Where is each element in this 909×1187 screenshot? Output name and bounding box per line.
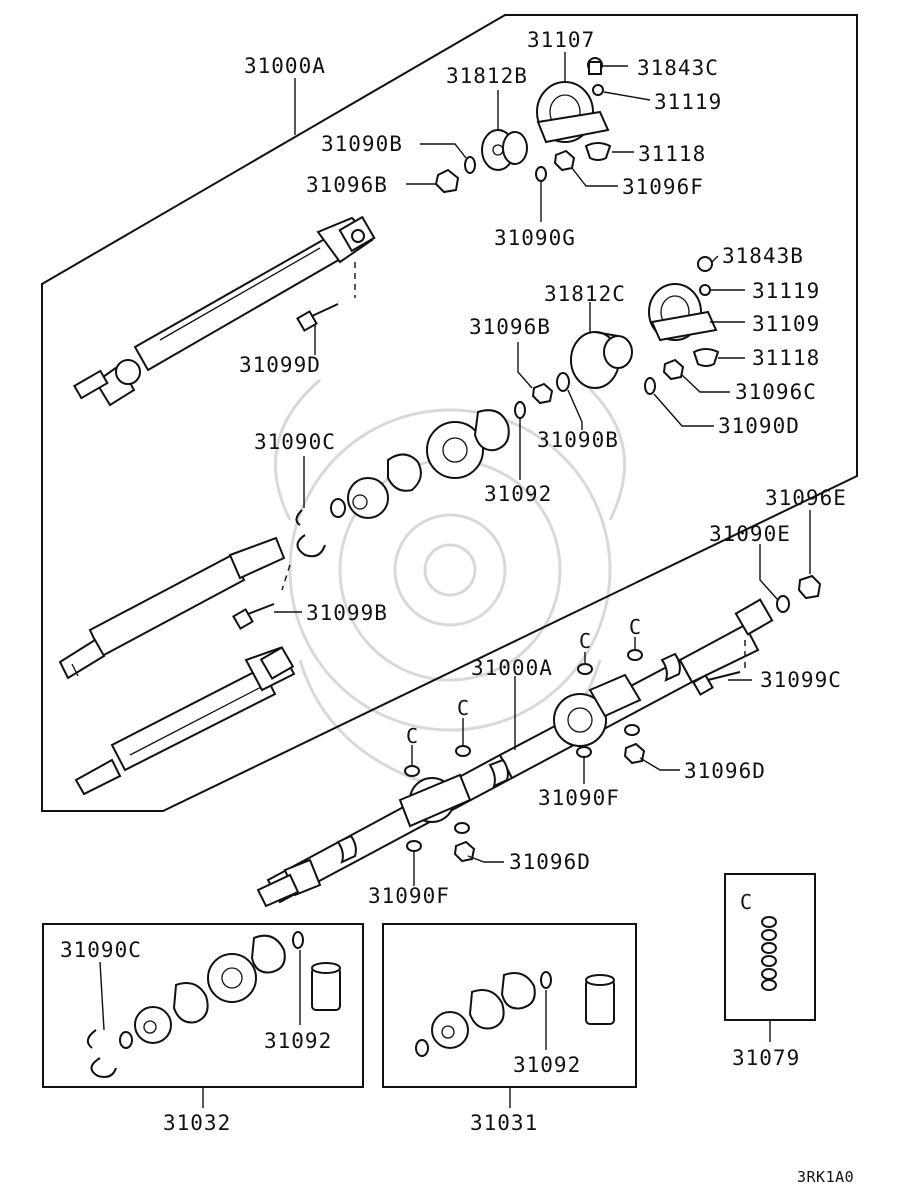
- label-31099D: 31099D: [239, 353, 321, 377]
- label-C-2: C: [629, 615, 643, 639]
- leader-lines: [274, 52, 811, 886]
- circlip-31090C-main: [295, 509, 326, 558]
- label-31090C-main: 31090C: [254, 430, 336, 454]
- label-31099B: 31099B: [306, 601, 388, 625]
- kit-31031-parts: [415, 971, 615, 1057]
- bolt-31099C: [692, 671, 741, 696]
- label-31090F-b: 31090F: [368, 884, 450, 908]
- label-31109: 31109: [752, 312, 821, 336]
- label-31096B-mid: 31096B: [469, 315, 551, 339]
- bolt-31099B: [232, 603, 275, 630]
- center-bearing-mid: [648, 256, 720, 381]
- label-31096D-b: 31096D: [509, 850, 591, 874]
- label-31119-mid: 31119: [752, 279, 821, 303]
- washer-stack-C: [761, 916, 777, 991]
- label-31092-main: 31092: [484, 482, 553, 506]
- nut-31096B-mid: [531, 382, 554, 405]
- label-31843B: 31843B: [722, 244, 804, 268]
- propeller-shaft-assembly: [256, 598, 774, 908]
- label-31079: 31079: [732, 1046, 801, 1070]
- label-31096D-a: 31096D: [684, 759, 766, 783]
- nut-31096B-top: [434, 168, 460, 194]
- label-31092-kit2: 31092: [513, 1053, 582, 1077]
- label-31032: 31032: [163, 1111, 232, 1135]
- label-31119-top: 31119: [654, 90, 723, 114]
- label-31096E: 31096E: [765, 486, 847, 510]
- nut-31096F: [553, 149, 576, 172]
- kit-31032-parts: [86, 931, 341, 1078]
- label-31031: 31031: [470, 1111, 539, 1135]
- label-31843C: 31843C: [637, 56, 719, 80]
- label-kit-C: C: [740, 890, 754, 914]
- bolt-31099D: [296, 303, 339, 332]
- label-31090B-top: 31090B: [321, 132, 403, 156]
- rear-shaft-middle: [58, 536, 286, 680]
- flange-31812B: [481, 129, 528, 171]
- label-31107: 31107: [527, 28, 596, 52]
- intermediate-shaft-lower: [74, 646, 296, 796]
- front-shaft-top: [73, 215, 376, 407]
- label-31096C: 31096C: [735, 380, 817, 404]
- label-31096F: 31096F: [622, 175, 704, 199]
- washer-31090G: [535, 166, 547, 182]
- label-31090E: 31090E: [709, 522, 791, 546]
- label-31000A-bottom: 31000A: [471, 656, 553, 680]
- cv-joint-middle: [330, 401, 526, 519]
- dust-cover-31812C: [570, 331, 633, 389]
- label-31000A-top: 31000A: [244, 54, 326, 78]
- washer-31090B-top: [464, 156, 476, 174]
- label-31090F-a: 31090F: [538, 786, 620, 810]
- label-31118-mid: 31118: [752, 346, 821, 370]
- label-31090B-mid: 31090B: [537, 428, 619, 452]
- label-31090D: 31090D: [718, 414, 800, 438]
- label-31092-kit1: 31092: [264, 1029, 333, 1053]
- label-31090G: 31090G: [494, 226, 576, 250]
- label-31090C-kit: 31090C: [60, 938, 142, 962]
- center-bearing-top: [536, 57, 612, 161]
- main-frame: [41, 14, 858, 812]
- label-C-1: C: [579, 629, 593, 653]
- label-31118-top: 31118: [638, 142, 707, 166]
- label-31812C: 31812C: [544, 282, 626, 306]
- label-31812B: 31812B: [446, 64, 528, 88]
- figure-code: 3RK1A0: [797, 1168, 855, 1186]
- label-C-4: C: [406, 724, 420, 748]
- label-31099C: 31099C: [760, 668, 842, 692]
- washer-31090D: [644, 377, 656, 395]
- label-31096B-top: 31096B: [306, 173, 388, 197]
- washers-nuts-bottom: [404, 574, 822, 863]
- label-C-3: C: [457, 696, 471, 720]
- washer-31090B-mid: [556, 372, 570, 392]
